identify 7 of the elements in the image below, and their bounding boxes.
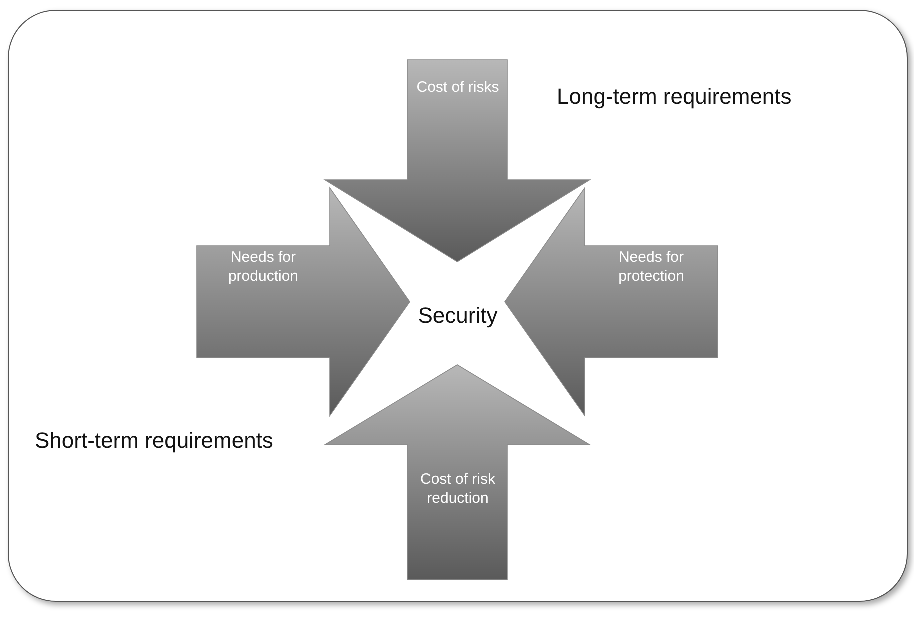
- requirement-label: Long-term requirements: [557, 84, 792, 110]
- arrow-label: Needs for protection: [618, 248, 686, 286]
- arrow-label: Cost of risks: [416, 78, 500, 97]
- arrow-label: Cost of risk reduction: [419, 470, 496, 508]
- arrow-label: Needs for production: [227, 248, 300, 286]
- center-label: Security: [417, 302, 499, 330]
- requirement-label: Short-term requirements: [35, 428, 274, 454]
